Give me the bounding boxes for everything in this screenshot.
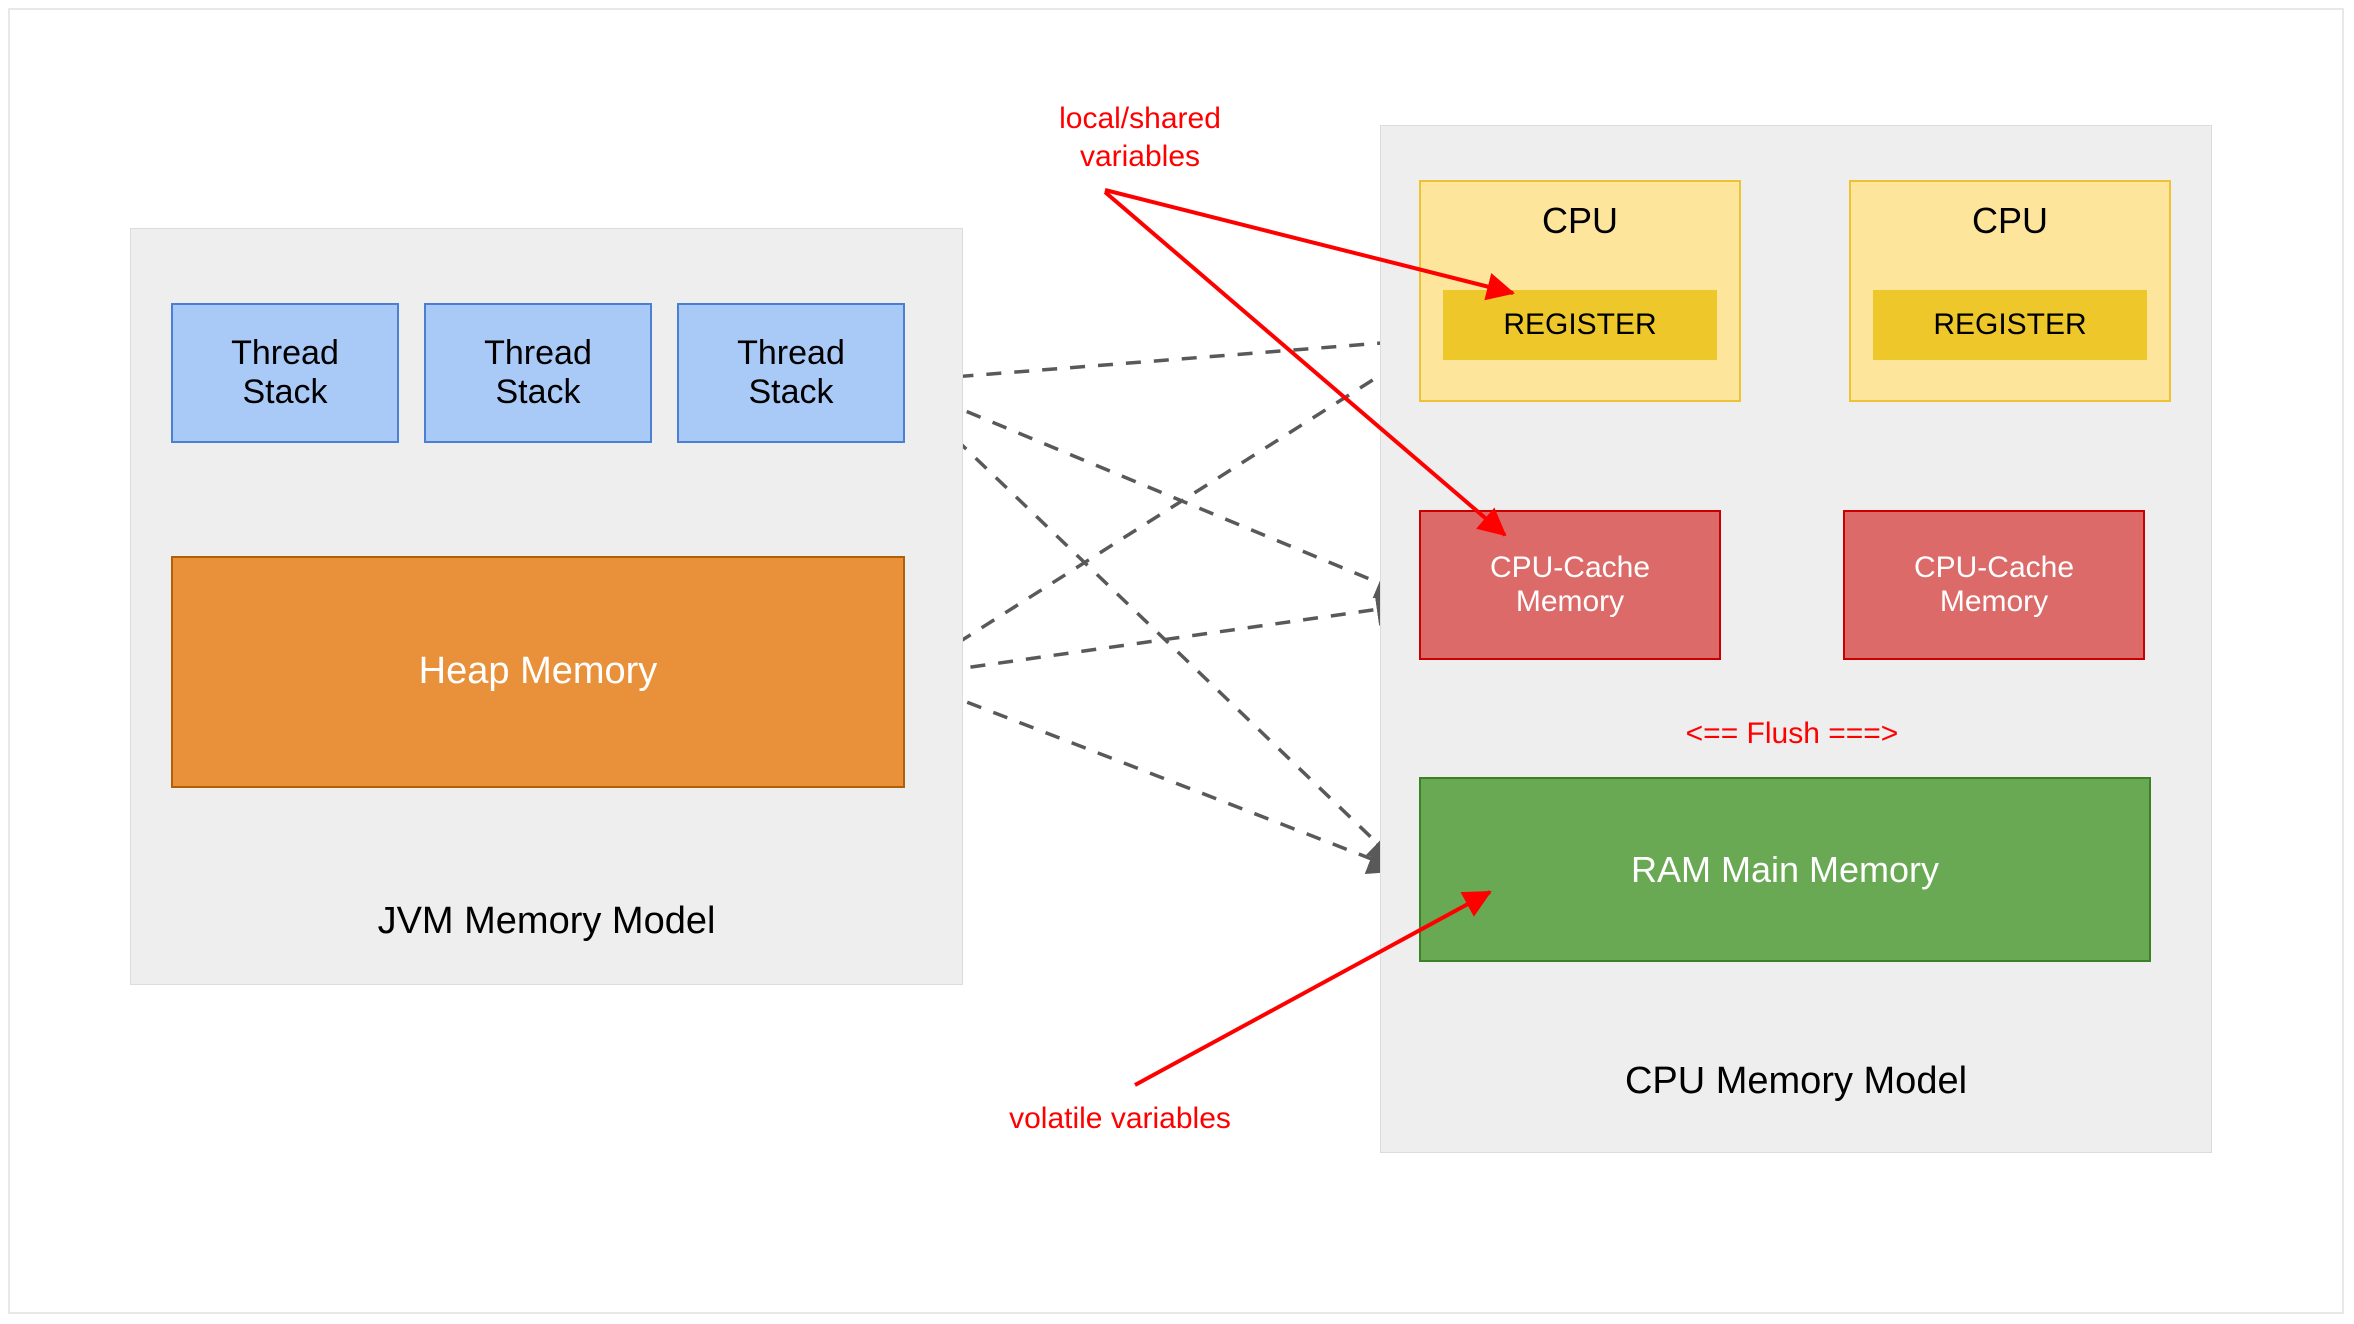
dashed-heap-to-ram (914, 680, 1404, 874)
jvm-memory-model-label: JVM Memory Model (377, 900, 716, 942)
annotation-volatile-variables: volatile variables (1009, 1102, 1231, 1135)
register-box-2[interactable]: REGISTER (1873, 290, 2147, 360)
annotation-local-shared-variables: local/shared variables (1059, 102, 1221, 173)
dashed-connectors (911, 338, 1421, 874)
red-arrow-to-ram (1134, 890, 1492, 1087)
red-arrow-to-register (1104, 188, 1515, 301)
cpu-cache-box-2[interactable]: CPU-Cache Memory (1843, 510, 2145, 660)
thread-stack-1[interactable]: Thread Stack (171, 303, 399, 443)
heap-memory-box[interactable]: Heap Memory (171, 556, 905, 788)
register-box-1[interactable]: REGISTER (1443, 290, 1717, 360)
thread-stack-3[interactable]: Thread Stack (677, 303, 905, 443)
dashed-threadstack-to-cache (914, 388, 1412, 599)
flush-label: <== Flush ===> (1685, 717, 1899, 750)
ram-main-memory-box[interactable]: RAM Main Memory (1419, 777, 2151, 962)
dashed-register-to-threadstack (911, 338, 1421, 394)
cpu-memory-model-label: CPU Memory Model (1624, 1060, 1968, 1102)
cpu-cache-box-1[interactable]: CPU-Cache Memory (1419, 510, 1721, 660)
red-arrow-to-cpu-cache (1103, 190, 1507, 537)
thread-stack-2[interactable]: Thread Stack (424, 303, 652, 443)
